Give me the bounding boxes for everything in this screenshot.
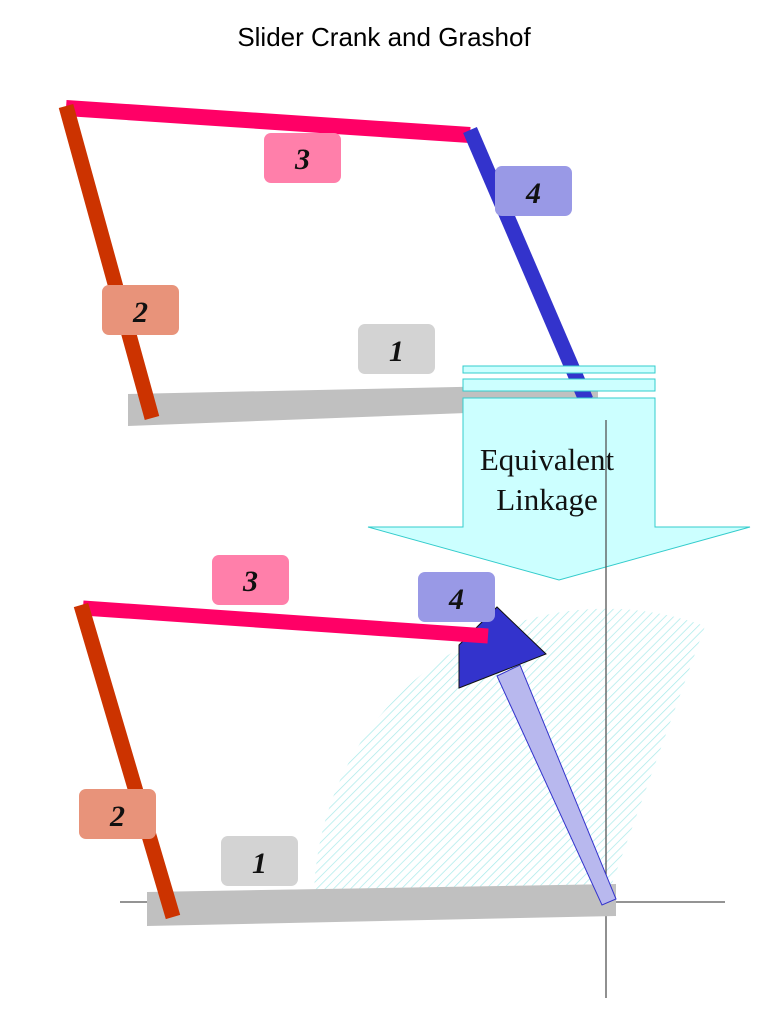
svg-text:2: 2 [109, 800, 125, 833]
top-label-3: 3 [264, 133, 341, 183]
svg-text:1: 1 [252, 847, 267, 880]
svg-text:4: 4 [525, 177, 541, 210]
top-label-1: 1 [358, 324, 435, 374]
top-link-3-coupler [65, 100, 471, 143]
top-label-4: 4 [495, 166, 572, 216]
diagram-title: Slider Crank and Grashof [237, 22, 531, 52]
top-link-2-crank [58, 104, 160, 420]
bottom-label-4: 4 [418, 572, 495, 622]
svg-text:3: 3 [242, 565, 258, 598]
svg-text:3: 3 [294, 143, 310, 176]
top-link-4-rocker [463, 127, 593, 403]
arrow-text-line-1: Equivalent [480, 442, 615, 477]
bottom-label-2: 2 [79, 789, 156, 839]
bottom-link-2-crank [73, 602, 181, 920]
top-link-1-ground [128, 384, 598, 426]
bottom-label-3: 3 [212, 555, 289, 605]
bottom-link-3-coupler [82, 600, 489, 644]
arrow-text-line-2: Linkage [496, 482, 598, 517]
bottom-linkage: 3 4 2 1 [73, 420, 725, 998]
svg-text:1: 1 [389, 335, 404, 368]
slider-sector-hatch [314, 608, 705, 900]
bottom-link-4-arm [496, 664, 617, 906]
svg-text:4: 4 [448, 583, 464, 616]
equivalent-linkage-arrow: Equivalent Linkage [367, 365, 751, 581]
top-linkage: 3 4 2 1 [58, 100, 598, 426]
bottom-label-1: 1 [221, 836, 298, 886]
top-label-2: 2 [102, 285, 179, 335]
svg-text:2: 2 [132, 296, 148, 329]
bottom-link-1-ground [147, 884, 616, 926]
